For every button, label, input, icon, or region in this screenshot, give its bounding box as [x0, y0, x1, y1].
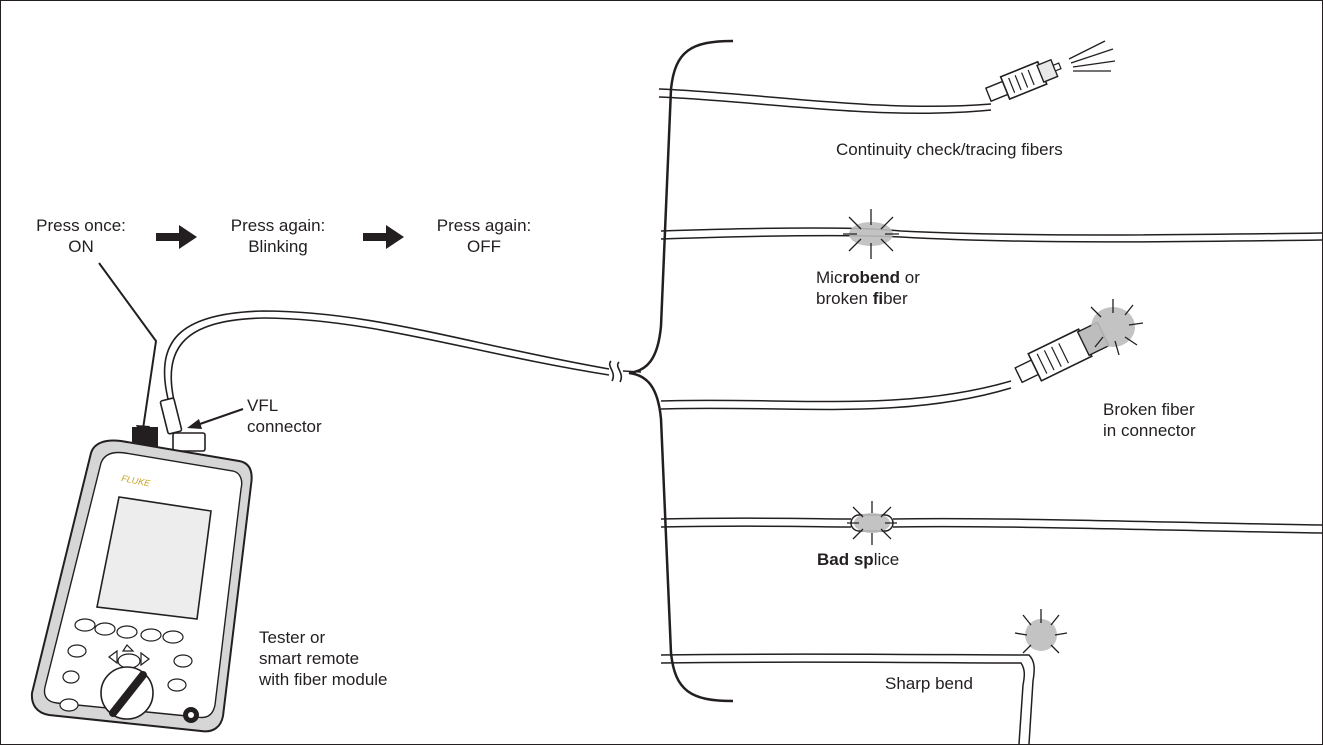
broken-connector-line2: in connector [1103, 421, 1196, 440]
fiber-broken-connector [660, 299, 1144, 411]
step-1-state: ON [68, 237, 94, 256]
sharp-bend-label: Sharp bend [885, 674, 973, 693]
step-3-line1: Press again: [436, 216, 532, 235]
step-1-label: Press once: ON [21, 215, 141, 257]
broken-connector-line1: Broken fiber [1103, 400, 1195, 419]
vfl-arrowhead [187, 419, 202, 429]
microbend-line2-a: broken [816, 289, 873, 308]
microbend-line2-c: ber [883, 289, 908, 308]
main-fiber-cable [159, 310, 642, 435]
step-2-line1: Press again: [230, 216, 326, 235]
microbend-label: Microbend or broken fiber [816, 267, 920, 309]
right-arrow-icon [156, 225, 197, 249]
microbend-line2: broken fiber [816, 288, 920, 309]
fiber-bad-splice [660, 501, 1322, 545]
microbend-line2-b: fi [872, 289, 884, 308]
vfl-connector-label: VFL connector [247, 395, 322, 437]
on-button-leader [98, 262, 158, 430]
step-2-state: Blinking [248, 237, 308, 256]
step-3-label: Press again: OFF [421, 215, 547, 257]
broken-connector-label: Broken fiber in connector [1103, 399, 1196, 441]
continuity-label: Continuity check/tracing fibers [836, 140, 1063, 159]
microbend-text-a: Mic [816, 268, 843, 287]
bad-splice-text-a: Bad sp [817, 550, 874, 569]
fiber-microbend [660, 209, 1322, 259]
tester-device: FLUKE [30, 427, 253, 733]
bad-splice-text-b: lice [873, 550, 900, 569]
bad-splice-label: Bad splice [817, 549, 899, 570]
tester-label: Tester or smart remote with fiber module [259, 627, 388, 690]
right-arrow-icon [363, 225, 404, 249]
tester-line3: with fiber module [259, 670, 388, 689]
case-brace [628, 39, 734, 703]
vfl-leader [196, 408, 244, 426]
fiber-continuity [658, 40, 1116, 115]
microbend-text-c: or [900, 268, 920, 287]
tester-line1: Tester or [259, 628, 326, 647]
vfl-line1: VFL [247, 396, 279, 415]
step-3-state: OFF [467, 237, 501, 256]
tester-line2: smart remote [259, 649, 360, 668]
microbend-text-b: robend [842, 268, 901, 287]
step-1-line1: Press once: [36, 216, 126, 235]
tester-screen [96, 496, 212, 620]
step-2-label: Press again: Blinking [215, 215, 341, 257]
tester-buttons [59, 618, 193, 712]
vfl-line2: connector [247, 417, 322, 436]
fiber-sharp-bend [660, 609, 1068, 744]
microbend-line1: Microbend or [816, 267, 920, 288]
